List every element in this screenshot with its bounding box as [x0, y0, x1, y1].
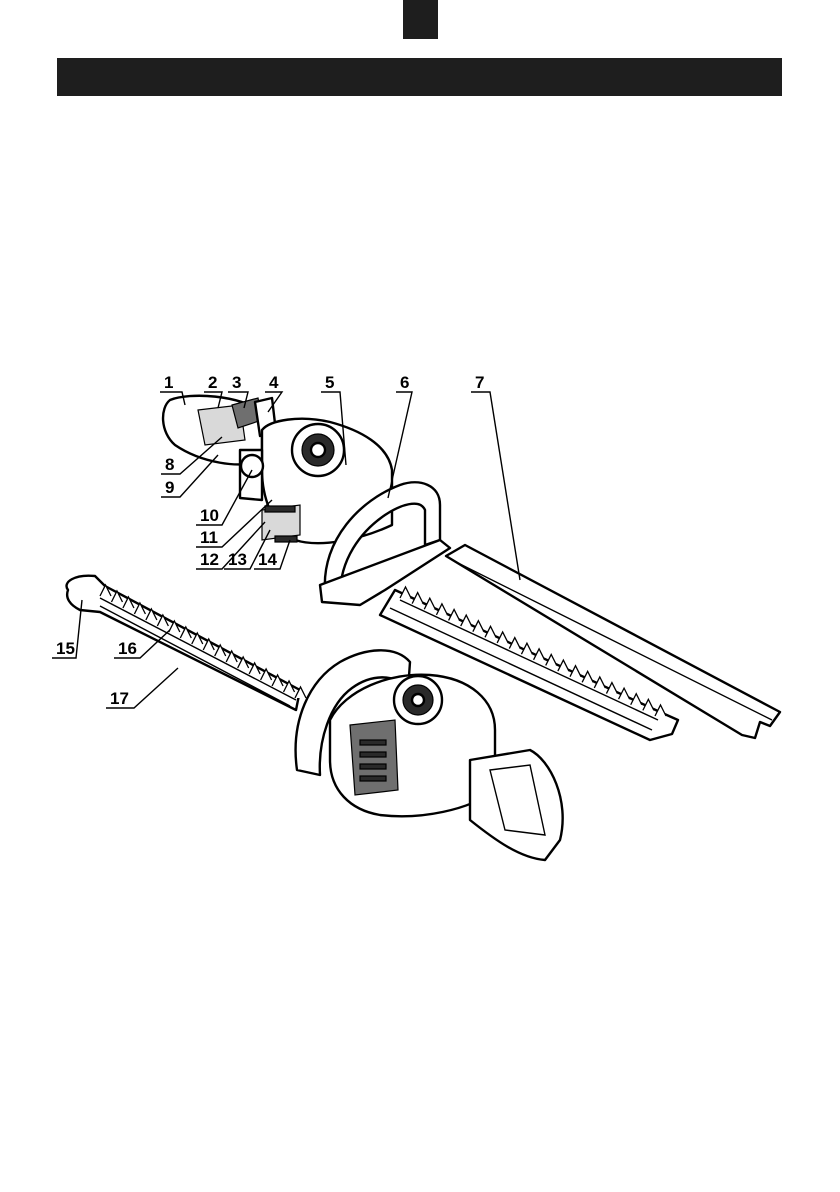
svg-text:6: 6 — [400, 373, 409, 392]
lower-rear-handle — [470, 750, 563, 860]
svg-text:4: 4 — [269, 373, 279, 392]
svg-text:17: 17 — [110, 689, 129, 708]
svg-text:15: 15 — [56, 639, 75, 658]
callout-7: 7 — [471, 373, 520, 580]
svg-text:12: 12 — [200, 550, 219, 569]
svg-text:10: 10 — [200, 506, 219, 525]
callout-17: 17 — [106, 668, 178, 708]
svg-text:8: 8 — [165, 455, 174, 474]
svg-text:16: 16 — [118, 639, 137, 658]
svg-text:13: 13 — [228, 550, 247, 569]
svg-text:9: 9 — [165, 478, 174, 497]
svg-text:3: 3 — [232, 373, 241, 392]
callout-14: 14 — [254, 540, 290, 569]
svg-text:7: 7 — [475, 373, 484, 392]
svg-text:11: 11 — [200, 528, 218, 547]
svg-text:1: 1 — [164, 373, 173, 392]
svg-text:5: 5 — [325, 373, 334, 392]
callout-6: 6 — [388, 373, 412, 498]
svg-text:14: 14 — [258, 550, 277, 569]
svg-text:2: 2 — [208, 373, 217, 392]
lower-trimmer — [67, 576, 563, 860]
